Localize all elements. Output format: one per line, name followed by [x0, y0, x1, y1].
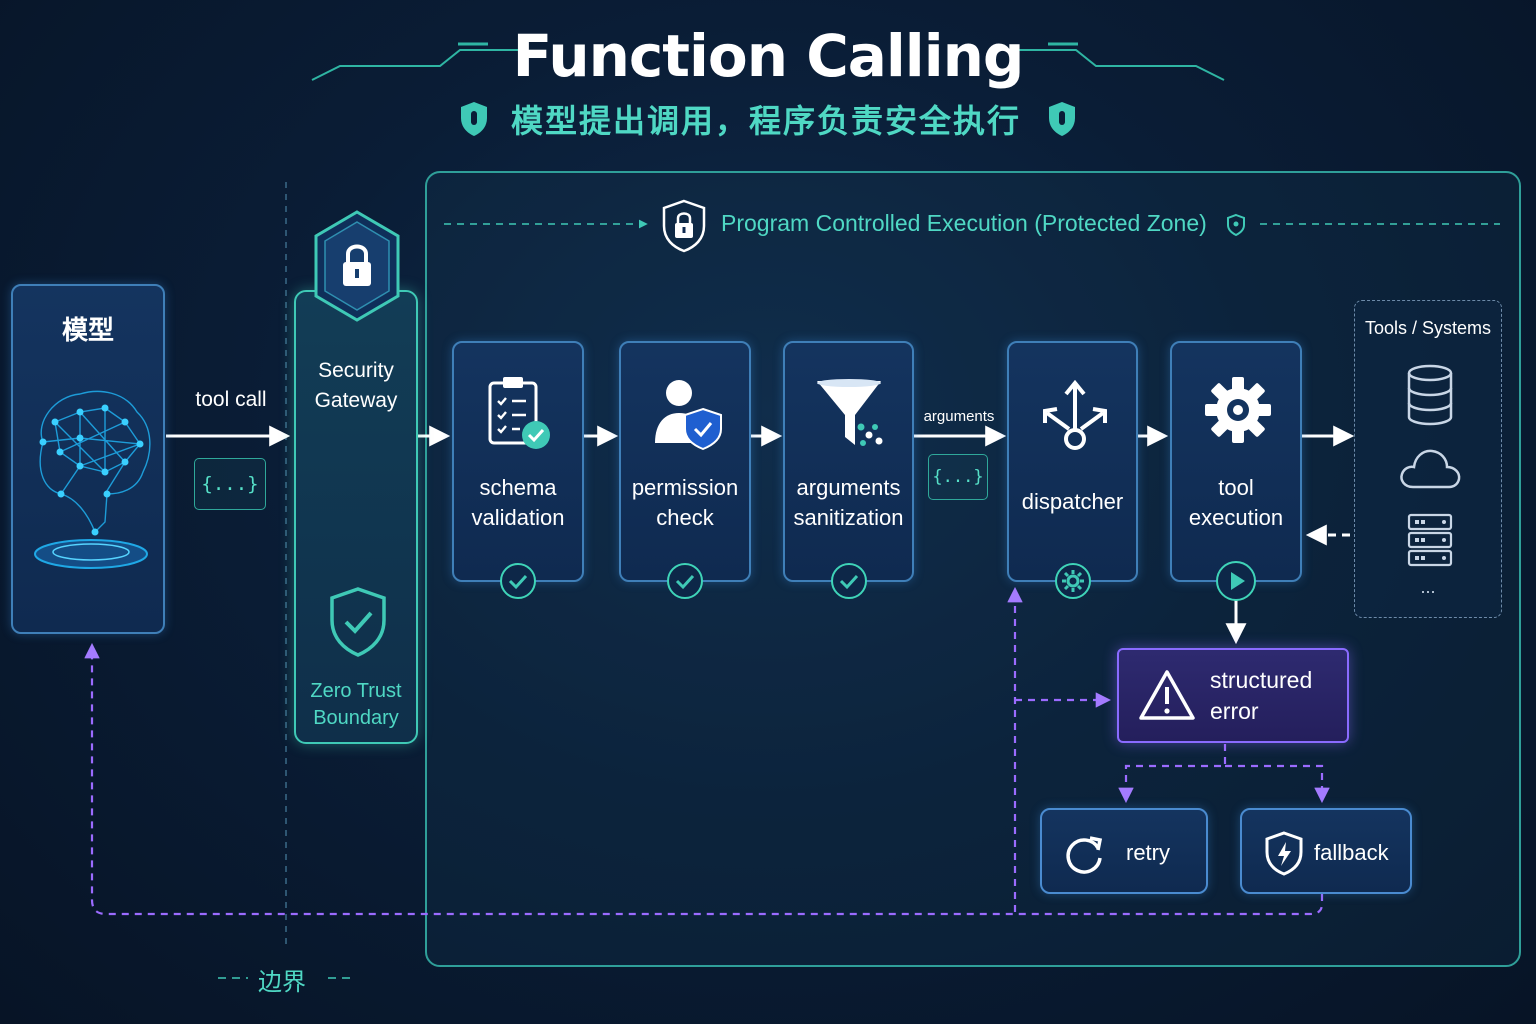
protected-zone-title: Program Controlled Execution (Protected … [721, 210, 1207, 236]
check-icon [839, 574, 859, 590]
lock-hexagon-icon [314, 210, 400, 322]
tool-execution-card[interactable]: tool execution [1170, 341, 1302, 601]
tool-call-label: tool call [195, 388, 267, 411]
check-shield-icon [330, 587, 386, 657]
shield-bolt-icon [1265, 831, 1303, 876]
schema-validation-card[interactable]: schema validation [452, 341, 584, 599]
permission-check-label: permission check [631, 475, 739, 530]
retry-button[interactable]: retry [1040, 808, 1208, 894]
page-title: Function Calling [512, 22, 1025, 90]
model-panel[interactable]: 模型 [11, 284, 165, 634]
boundary-label: 边界 [258, 968, 306, 996]
gear-badge [1055, 563, 1091, 599]
tool-execution-label: tool execution [1188, 475, 1284, 530]
shield-icon [460, 102, 487, 136]
page-subtitle: 模型提出调用，程序负责安全执行 [0, 96, 1536, 142]
structured-error-box[interactable]: structured error [1117, 648, 1349, 743]
title-decoration [311, 42, 1225, 81]
shield-icon [1227, 213, 1245, 237]
security-gateway[interactable]: Security Gateway Zero Trust Boundary [294, 290, 418, 744]
fallback-label: fallback [1314, 840, 1389, 865]
server-icon[interactable] [1407, 513, 1453, 567]
arguments-link-label: arguments [923, 408, 995, 425]
tools-systems-panel: Tools / Systems ... [1354, 300, 1502, 618]
user-shield-icon [655, 380, 722, 451]
dispatcher-label: dispatcher [1021, 489, 1124, 514]
arguments-sanitization-label: arguments sanitization [793, 475, 904, 530]
check-badge [667, 563, 703, 599]
brain-network-icon [34, 390, 151, 569]
cloud-icon[interactable] [1397, 443, 1463, 493]
gear-icon [1205, 377, 1271, 443]
clipboard-check-icon [488, 377, 550, 449]
play-badge [1216, 561, 1256, 601]
tools-systems-title: Tools / Systems [1364, 318, 1492, 338]
refresh-icon [1066, 836, 1103, 874]
database-icon[interactable] [1405, 363, 1455, 427]
branch-arrows-icon [1043, 379, 1107, 450]
shield-icon [1049, 102, 1075, 136]
model-label: 模型 [61, 316, 114, 346]
check-badge [831, 563, 867, 599]
gateway-label: Security Gateway [314, 359, 398, 412]
funnel-icon [817, 379, 883, 446]
zero-trust-label: Zero Trust Boundary [310, 680, 402, 729]
arguments-sanitization-card[interactable]: arguments sanitization [783, 341, 914, 599]
retry-label: retry [1126, 840, 1170, 865]
play-icon [1231, 572, 1245, 590]
check-icon [508, 574, 528, 590]
feedback-paths [84, 586, 1330, 916]
lock-shield-icon [662, 199, 706, 253]
schema-validation-label: schema validation [471, 475, 565, 530]
tool-call-payload: {...} [194, 458, 266, 510]
dispatcher-card[interactable]: dispatcher [1007, 341, 1138, 599]
permission-check-card[interactable]: permission check [619, 341, 751, 599]
arguments-payload: {...} [928, 454, 988, 500]
check-icon [675, 574, 695, 590]
protected-zone-header: Program Controlled Execution (Protected … [660, 198, 1245, 254]
check-badge [500, 563, 536, 599]
fallback-button[interactable]: fallback [1240, 808, 1412, 894]
subtitle-text: 模型提出调用，程序负责安全执行 [510, 102, 1021, 140]
flow-arrows [166, 425, 1355, 645]
tools-more: ... [1420, 577, 1436, 597]
structured-error-label: structured error [1210, 667, 1313, 724]
warning-icon [1139, 670, 1195, 720]
gear-icon [1062, 570, 1084, 592]
